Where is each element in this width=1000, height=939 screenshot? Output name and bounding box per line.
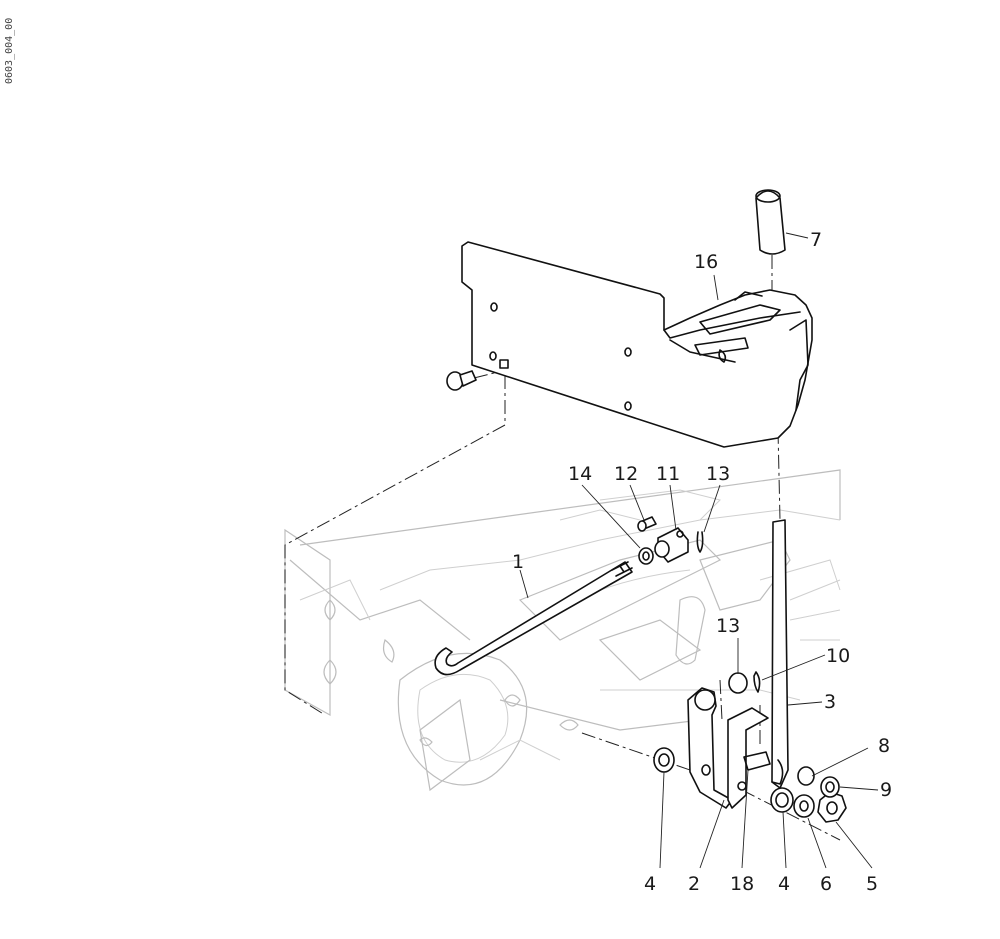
part-7-knob bbox=[755, 189, 786, 255]
callout-5: 5 bbox=[866, 873, 878, 895]
part-2-lever-bracket bbox=[687, 687, 733, 809]
part-13-washer-lower bbox=[728, 672, 748, 694]
part-6-washer bbox=[793, 794, 815, 818]
part-1-rod bbox=[434, 561, 633, 676]
callouts: 7 16 14 12 11 13 1 13 10 3 8 9 4 2 18 4 … bbox=[512, 229, 892, 895]
callout-16: 16 bbox=[694, 251, 718, 273]
callout-18: 18 bbox=[730, 873, 754, 895]
callout-9: 9 bbox=[880, 779, 892, 801]
callout-6: 6 bbox=[820, 873, 832, 895]
part-13-cotter-pin-upper bbox=[696, 531, 704, 553]
callout-12: 12 bbox=[614, 463, 638, 485]
callout-13-lower: 13 bbox=[716, 615, 740, 637]
part-14-nut bbox=[638, 547, 654, 565]
part-9-washer bbox=[820, 776, 840, 798]
callout-14: 14 bbox=[568, 463, 592, 485]
leader-lines bbox=[519, 232, 879, 869]
part-10-cotter-pin bbox=[753, 671, 761, 693]
callout-10: 10 bbox=[826, 645, 850, 667]
callout-4-left: 4 bbox=[644, 873, 656, 895]
callout-13-upper: 13 bbox=[706, 463, 730, 485]
part-3-shift-lever bbox=[771, 519, 789, 789]
background-housing bbox=[284, 469, 841, 792]
part-18-bracket bbox=[727, 707, 771, 809]
callout-11: 11 bbox=[656, 463, 680, 485]
callout-3: 3 bbox=[824, 691, 836, 713]
part-11-clevis bbox=[654, 527, 689, 563]
part-12-pin bbox=[637, 516, 657, 532]
plate-bolt bbox=[446, 370, 477, 391]
part-4-bushing-left bbox=[653, 747, 675, 773]
part-16-mounting-plate bbox=[461, 241, 813, 448]
callout-7: 7 bbox=[810, 229, 822, 251]
callout-4-right: 4 bbox=[778, 873, 790, 895]
part-4-bushing-right bbox=[770, 787, 794, 813]
callout-8: 8 bbox=[878, 735, 890, 757]
part-8-nut bbox=[797, 766, 815, 786]
callout-1: 1 bbox=[512, 551, 524, 573]
document-id: 0603_004_00 bbox=[4, 18, 15, 84]
callout-2: 2 bbox=[688, 873, 700, 895]
